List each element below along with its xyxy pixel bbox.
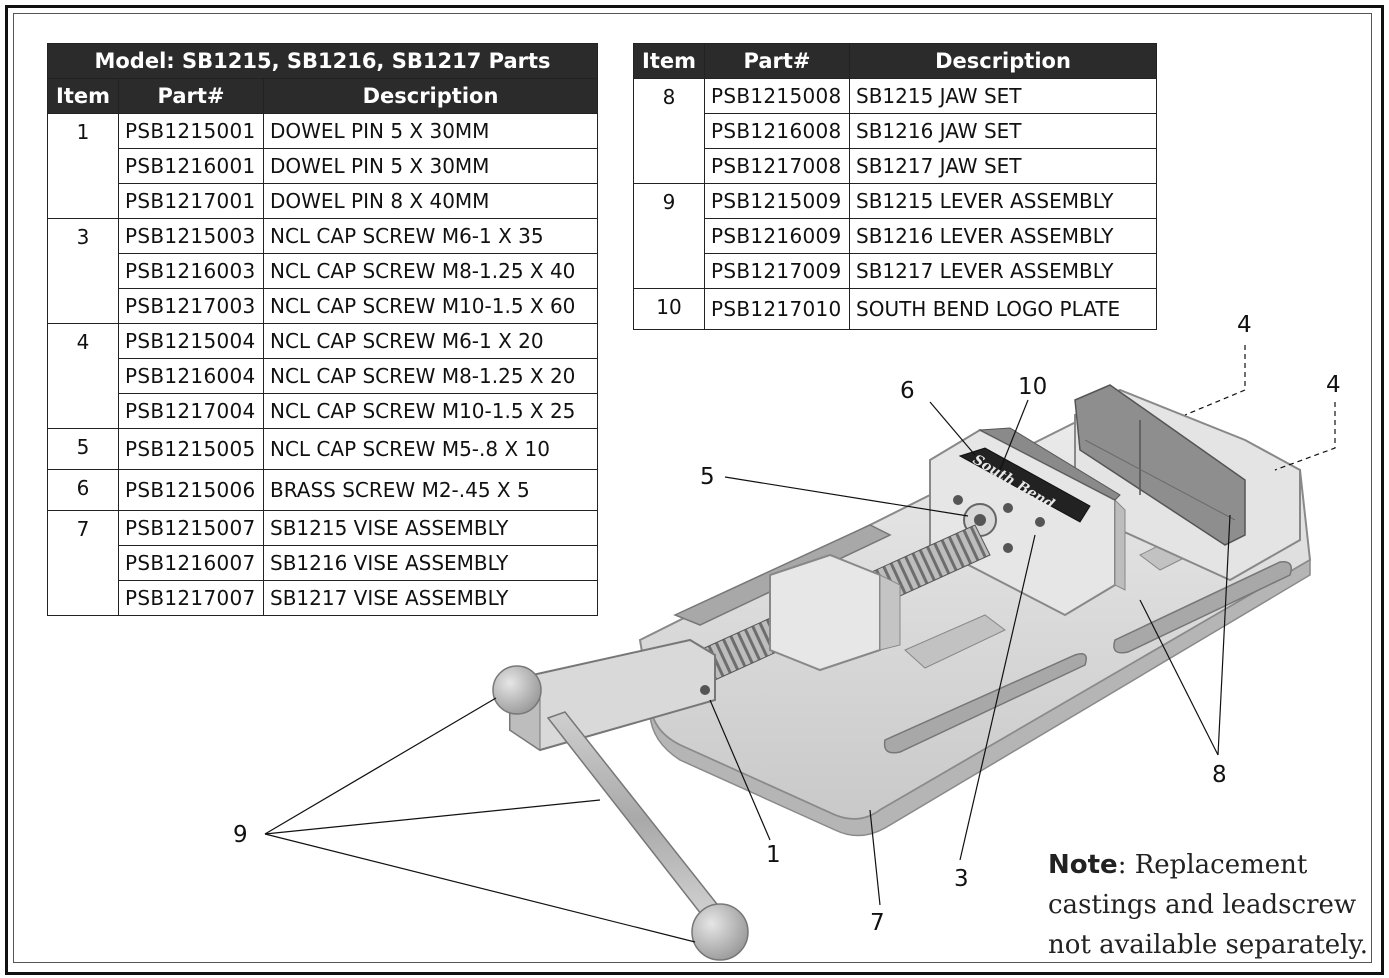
- callout-4-b: 4: [1326, 372, 1341, 398]
- callout-8: 8: [1212, 762, 1227, 788]
- item-cell: 7: [47, 510, 119, 616]
- part-cell: PSB1215003: [118, 218, 264, 254]
- part-cell: PSB1217007: [118, 580, 264, 616]
- col-header-item: Item: [47, 78, 119, 114]
- desc-cell: SOUTH BEND LOGO PLATE: [849, 288, 1157, 330]
- part-cell: PSB1215005: [118, 428, 264, 470]
- col-header-description: Description: [263, 78, 598, 114]
- part-cell: PSB1216007: [118, 545, 264, 581]
- part-cell: PSB1215008: [704, 78, 850, 114]
- item-cell: 8: [633, 78, 705, 184]
- base-slot: [883, 653, 1087, 754]
- dashed-leaders: [1184, 345, 1336, 471]
- callout-3: 3: [954, 866, 969, 892]
- desc-cell: NCL CAP SCREW M5-.8 X 10: [263, 428, 598, 470]
- part-cell: PSB1216001: [118, 148, 264, 184]
- part-cell: PSB1217001: [118, 183, 264, 219]
- lever-ball: [492, 665, 542, 715]
- desc-cell: SB1217 JAW SET: [849, 148, 1157, 184]
- callout-9: 9: [233, 822, 248, 848]
- page-frame: [5, 5, 1384, 975]
- desc-cell: SB1217 LEVER ASSEMBLY: [849, 253, 1157, 289]
- part-cell: PSB1215009: [704, 183, 850, 219]
- item-cell: 5: [47, 428, 119, 470]
- part-cell: PSB1215004: [118, 323, 264, 359]
- desc-cell: NCL CAP SCREW M8-1.25 X 20: [263, 358, 598, 394]
- part-cell: PSB1216009: [704, 218, 850, 254]
- col-header-item: Item: [633, 43, 705, 79]
- note-text: : Replacement castings and leadscrew not…: [1048, 850, 1368, 960]
- callout-10: 10: [1018, 374, 1048, 400]
- inner-border: [13, 13, 1372, 963]
- callout-4-a: 4: [1237, 312, 1252, 338]
- part-cell: PSB1216004: [118, 358, 264, 394]
- part-cell: PSB1217009: [704, 253, 850, 289]
- col-header-description: Description: [849, 43, 1157, 79]
- replacement-note: Note: Replacement castings and leadscrew…: [1048, 845, 1378, 965]
- note-label: Note: [1048, 850, 1118, 880]
- part-cell: PSB1216003: [118, 253, 264, 289]
- desc-cell: NCL CAP SCREW M8-1.25 X 40: [263, 253, 598, 289]
- item-cell: 4: [47, 323, 119, 429]
- callout-1: 1: [766, 842, 781, 868]
- part-cell: PSB1217010: [704, 288, 850, 330]
- col-header-part: Part#: [118, 78, 264, 114]
- desc-cell: SB1215 LEVER ASSEMBLY: [849, 183, 1157, 219]
- desc-cell: SB1216 JAW SET: [849, 113, 1157, 149]
- callout-5: 5: [700, 464, 715, 490]
- desc-cell: NCL CAP SCREW M10-1.5 X 60: [263, 288, 598, 324]
- callout-6: 6: [900, 378, 915, 404]
- desc-cell: SB1215 VISE ASSEMBLY: [263, 510, 598, 546]
- parts-table-1: Model: SB1215, SB1216, SB1217 Parts Item…: [47, 43, 598, 616]
- parts-table-title: Model: SB1215, SB1216, SB1217 Parts: [47, 43, 598, 79]
- desc-cell: BRASS SCREW M2-.45 X 5: [263, 469, 598, 511]
- callout-7: 7: [870, 910, 885, 936]
- part-cell: PSB1217003: [118, 288, 264, 324]
- desc-cell: DOWEL PIN 5 X 30MM: [263, 148, 598, 184]
- part-cell: PSB1217004: [118, 393, 264, 429]
- desc-cell: SB1217 VISE ASSEMBLY: [263, 580, 598, 616]
- base-slot: [1113, 561, 1292, 654]
- leader-lines: [264, 399, 1231, 943]
- part-cell: PSB1215006: [118, 469, 264, 511]
- desc-cell: NCL CAP SCREW M6-1 X 20: [263, 323, 598, 359]
- desc-cell: SB1216 VISE ASSEMBLY: [263, 545, 598, 581]
- desc-cell: DOWEL PIN 5 X 30MM: [263, 113, 598, 149]
- lever-ball: [691, 903, 749, 961]
